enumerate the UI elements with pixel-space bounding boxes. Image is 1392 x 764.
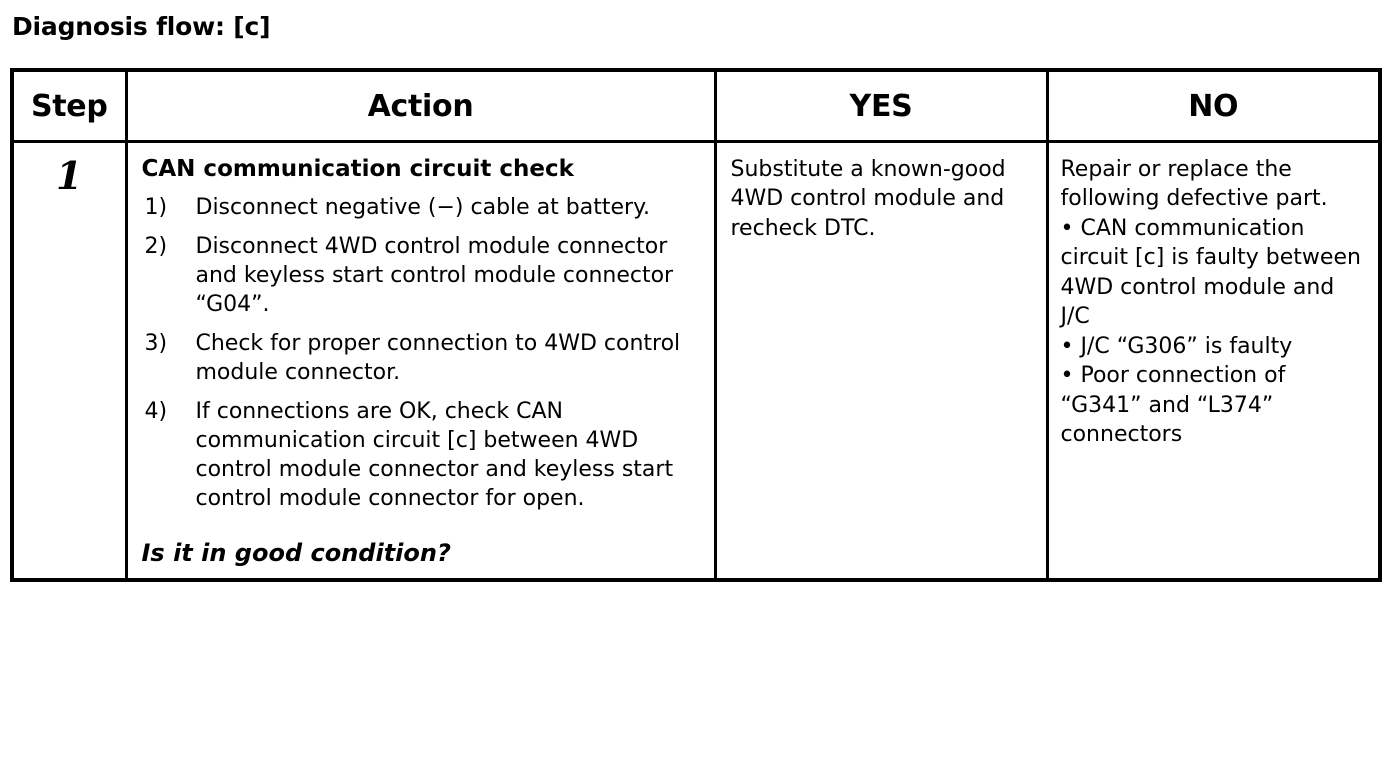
cell-step: 1 (12, 140, 128, 581)
list-item-number: 1) (144, 195, 168, 221)
page-title: Diagnosis flow: [c] (12, 12, 271, 41)
list-item-text: If connections are OK, check CAN communi… (195, 399, 674, 512)
cell-action: CAN communication circuit check 1) Disco… (124, 140, 717, 581)
action-heading: CAN communication circuit check (141, 156, 574, 182)
column-header-action: Action (124, 70, 717, 143)
list-item-text: Check for proper connection to 4WD contr… (195, 331, 681, 386)
no-outcome-bullet-list: • CAN communication circuit [c] is fault… (1061, 214, 1369, 450)
list-item: • Poor connection of “G341” and “L374” c… (1060, 363, 1286, 448)
table-row: 1 CAN communication circuit check 1) Dis… (12, 140, 1380, 581)
diagnosis-flow-table: Step Action YES NO 1 CAN communication c… (10, 68, 1382, 583)
cell-no: Repair or replace the following defectiv… (1045, 140, 1380, 581)
column-header-yes: YES (713, 70, 1049, 143)
step-number: 1 (56, 153, 83, 198)
list-item-text: Disconnect negative (−) cable at battery… (195, 195, 650, 221)
table-body: 1 CAN communication circuit check 1) Dis… (12, 140, 1380, 581)
table-header: Step Action YES NO (12, 70, 1380, 143)
action-step-list: 1) Disconnect negative (−) cable at batt… (142, 193, 704, 513)
list-item-number: 4) (144, 399, 168, 425)
list-item: • CAN communication circuit [c] is fault… (1060, 215, 1361, 330)
list-item-number: 2) (144, 234, 168, 260)
header-row: Step Action YES NO (12, 70, 1380, 143)
column-header-no: NO (1045, 70, 1380, 143)
no-outcome-lead: Repair or replace the following defectiv… (1060, 157, 1328, 212)
list-item-number: 3) (144, 331, 168, 357)
list-item: • J/C “G306” is faulty (1060, 333, 1293, 359)
column-header-step: Step (12, 70, 128, 143)
list-item: 4) If connections are OK, check CAN comm… (142, 397, 704, 513)
yes-outcome-text: Substitute a known-good 4WD control modu… (730, 157, 1006, 241)
list-item-text: Disconnect 4WD control module connector … (195, 234, 674, 318)
list-item: 2) Disconnect 4WD control module connect… (142, 232, 704, 319)
action-question: Is it in good condition? (141, 539, 451, 568)
list-item: 3) Check for proper connection to 4WD co… (142, 329, 704, 387)
list-item: 1) Disconnect negative (−) cable at batt… (142, 193, 704, 222)
cell-yes: Substitute a known-good 4WD control modu… (713, 140, 1049, 581)
